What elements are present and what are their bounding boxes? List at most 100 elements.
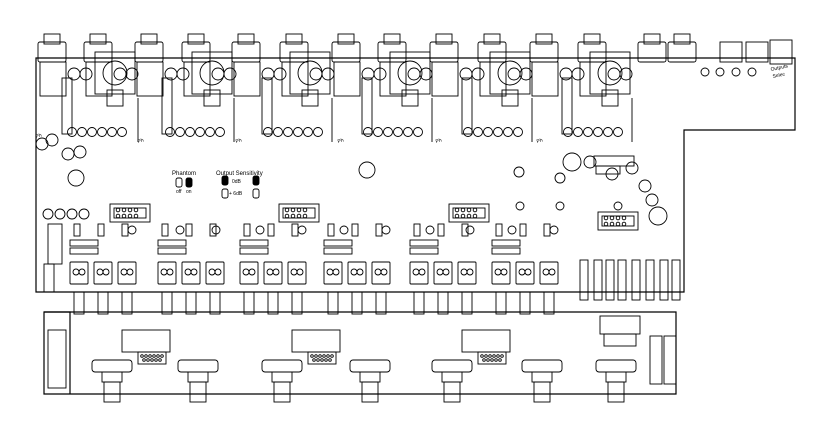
xlr-connector-latch: [673, 33, 691, 45]
dsub-pin: [152, 354, 156, 358]
output-pot-body: [349, 359, 391, 373]
switch-contact: [412, 268, 420, 276]
ic-pin: [460, 213, 466, 219]
outputs-label: Outputs: [770, 63, 789, 73]
electrolytic-capacitor: [185, 127, 195, 137]
gain-pot-body: [94, 51, 136, 95]
gain-pot-shaft: [401, 89, 419, 107]
ic-chip-body: [452, 207, 486, 219]
switch-contact: [418, 268, 426, 276]
dsub-pin: [482, 358, 486, 362]
switch-contact: [326, 268, 334, 276]
small-resistor: [291, 223, 299, 237]
xlr-connector-housing: [637, 41, 667, 63]
dsub-pin: [498, 358, 502, 362]
gain-pot-knob: [397, 60, 423, 86]
switch-lever: [461, 291, 473, 315]
ic-pin: [603, 215, 609, 221]
ic-pin: [615, 221, 621, 227]
xlr-connector-latch: [643, 33, 661, 45]
dsub-pin: [494, 358, 498, 362]
electrolytic-capacitor: [215, 127, 225, 137]
small-resistor: [519, 223, 527, 237]
ic-chip-body: [113, 207, 147, 219]
capacitor: [625, 161, 639, 175]
switch-contact: [184, 268, 192, 276]
trim-pot: [407, 67, 421, 81]
output-pot-neck: [605, 371, 627, 383]
small-resistor: [375, 223, 383, 237]
switch-housing: [205, 261, 225, 285]
dsub-pin: [484, 354, 488, 358]
gain-pot-body: [289, 51, 331, 95]
switch-housing: [181, 261, 201, 285]
ph-label: Ph: [235, 137, 243, 144]
switch-contact: [460, 268, 468, 276]
input-jack-body: [183, 61, 211, 97]
electrolytic-capacitor: [603, 127, 613, 137]
small-resistor: [461, 223, 469, 237]
electrolytic-capacitor: [303, 127, 313, 137]
input-jack-body: [531, 61, 559, 97]
dsub-pin: [150, 358, 154, 362]
output-pot-body: [521, 359, 563, 373]
bypass-capacitor: [465, 225, 475, 235]
electrolytic-capacitor: [283, 127, 293, 137]
ic-pin: [290, 207, 296, 213]
switch-contact: [242, 268, 250, 276]
electrolytic-capacitor: [383, 127, 393, 137]
xlr-connector-latch: [285, 33, 303, 45]
switch-contact: [120, 268, 128, 276]
ic-pin: [621, 221, 627, 227]
relay-coil: [239, 239, 269, 247]
ic-pin: [284, 213, 290, 219]
bypass-capacitor: [381, 225, 391, 235]
xlr-connector-latch: [140, 33, 158, 45]
gain-pot-shaft: [106, 89, 124, 107]
output-pot-shaft: [103, 381, 121, 403]
ic-pin: [603, 221, 609, 227]
input-jack-body: [281, 61, 309, 97]
large-capacitor: [648, 206, 668, 226]
capacitor: [645, 193, 659, 207]
ic-pin: [133, 207, 139, 213]
electrolytic-capacitor: [493, 127, 503, 137]
ic-pin: [466, 213, 472, 219]
trim-pot: [507, 67, 521, 81]
capacitor: [638, 179, 652, 193]
switch-housing: [515, 261, 535, 285]
output-pot-shaft: [273, 381, 291, 403]
component-layer: [35, 33, 793, 403]
phantom-off-label: off: [176, 189, 182, 195]
xlr-connector-housing: [37, 41, 67, 63]
electrolytic-capacitor: [87, 127, 97, 137]
dsub-pin: [312, 358, 316, 362]
dsub-pin: [328, 358, 332, 362]
small-resistor: [437, 223, 445, 237]
trim-pot: [113, 67, 127, 81]
electrolytic-capacitor: [413, 127, 423, 137]
ic-pin: [615, 215, 621, 221]
dsub-pin: [322, 354, 326, 358]
electrolytic-capacitor: [463, 127, 473, 137]
gain-pot-shaft: [301, 89, 319, 107]
sensitivity-6db-label: + 6dB: [229, 191, 243, 197]
ic-pin: [121, 207, 127, 213]
dsub-pin: [486, 358, 490, 362]
switch-housing: [457, 261, 477, 285]
trim-pot: [176, 67, 190, 81]
left-lower-connector: [47, 329, 67, 389]
electrolytic-capacitor: [473, 127, 483, 137]
vertical-jack: [579, 259, 589, 301]
output-pot-neck: [187, 371, 209, 383]
output-pot-body: [261, 359, 303, 373]
ph-label: Ph: [337, 137, 345, 144]
switch-housing: [287, 261, 307, 285]
ic-chip-body: [282, 207, 316, 219]
dsub-pin: [142, 358, 146, 362]
small-resistor: [413, 223, 421, 237]
switch-lever: [495, 291, 507, 315]
led-indicator: [715, 67, 725, 77]
switch-lever: [97, 291, 109, 315]
ic-pin: [296, 213, 302, 219]
